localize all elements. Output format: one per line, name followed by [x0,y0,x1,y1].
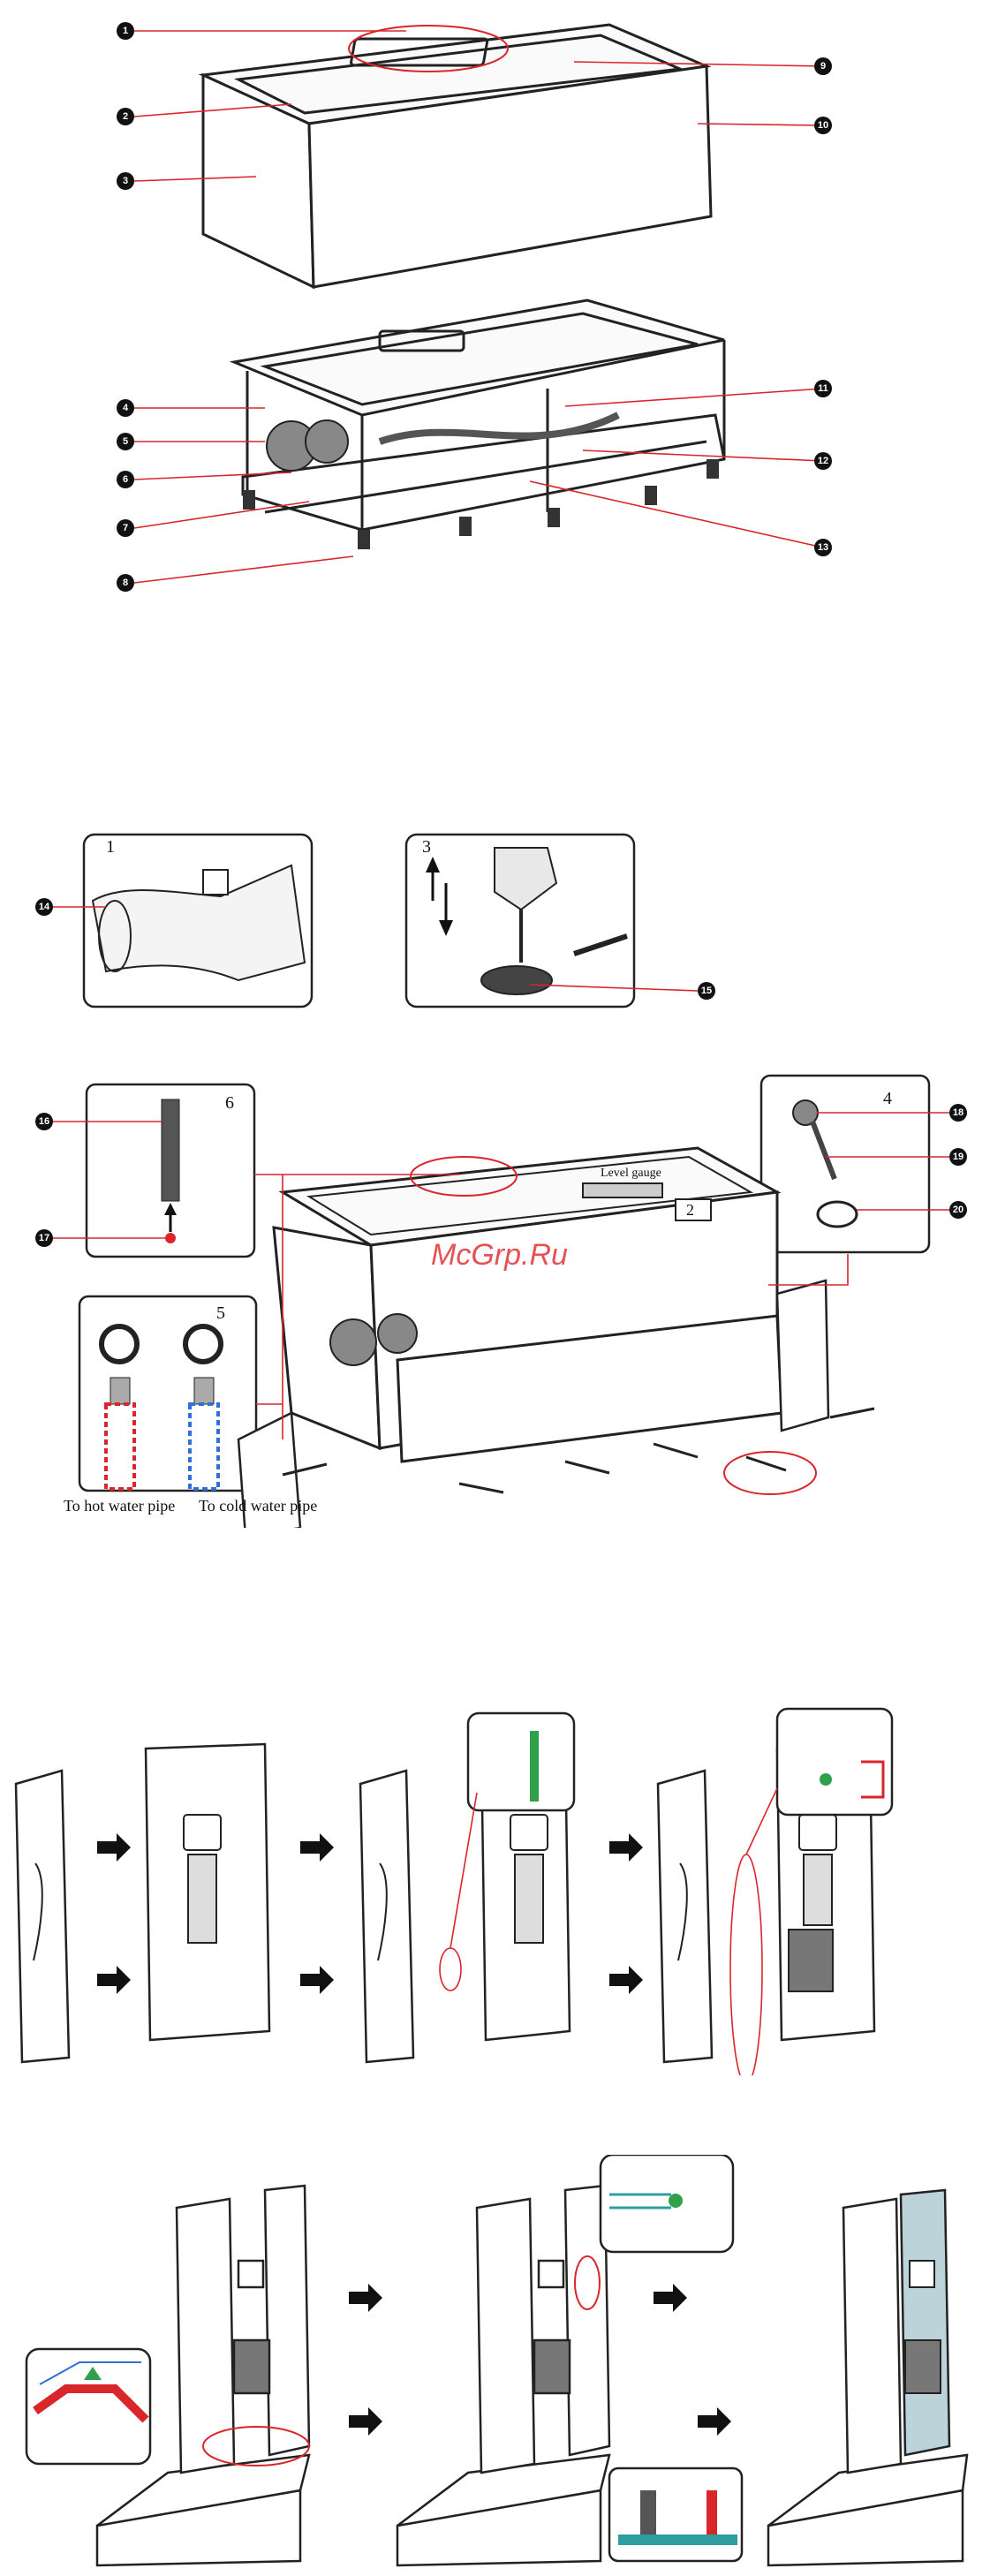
exploded-bathtub-drawing [0,0,1005,601]
callout-12: 12 [814,452,832,470]
callout-5: 5 [117,433,134,450]
panel-4-label: 4 [883,1089,892,1108]
callout-10: 10 [814,117,832,134]
callout-16: 16 [35,1113,53,1130]
callout-6: 6 [117,471,134,488]
panel-3-label: 3 [422,837,431,857]
callout-7: 7 [117,519,134,537]
callout-18: 18 [949,1104,967,1122]
panel-2-label: 2 [686,1201,694,1219]
callout-9: 9 [814,57,832,75]
panel-bracket-steps-drawing [0,1704,1005,2075]
panel-1-label: 1 [106,837,115,857]
panel-5-label: 5 [216,1303,225,1323]
panel-installation-drawing [0,2155,1005,2570]
callout-3: 3 [117,172,134,190]
watermark: McGrp.Ru [431,1238,568,1273]
callout-4: 4 [117,399,134,417]
connection-and-leveling-figure: 1 3 14 15 [0,830,1005,1033]
panel-6-label: 6 [225,1093,234,1113]
exploded-bathtub-figure: 1 2 3 4 5 6 7 8 9 10 11 12 13 [0,0,1005,601]
callout-1: 1 [117,22,134,40]
panel-bracket-steps-figure [0,1704,1005,2075]
callout-8: 8 [117,574,134,592]
callout-2: 2 [117,108,134,125]
callout-15: 15 [698,982,715,1000]
level-gauge-label: Level gauge [601,1167,661,1180]
callout-20: 20 [949,1201,967,1219]
hot-water-pipe-caption: To hot water pipe [64,1497,175,1515]
assembly-figure: 6 5 4 2 Level gauge [0,1069,1005,1528]
panel-installation-figure [0,2155,1005,2570]
cold-water-pipe-caption: To cold water pipe [199,1497,317,1515]
callout-17: 17 [35,1229,53,1247]
callout-11: 11 [814,380,832,397]
connection-leveling-drawing: 1 3 [0,830,1005,1033]
callout-19: 19 [949,1148,967,1166]
callout-14: 14 [35,898,53,916]
assembly-drawing: 6 5 4 2 Level gauge [0,1069,1005,1528]
callout-13: 13 [814,539,832,556]
